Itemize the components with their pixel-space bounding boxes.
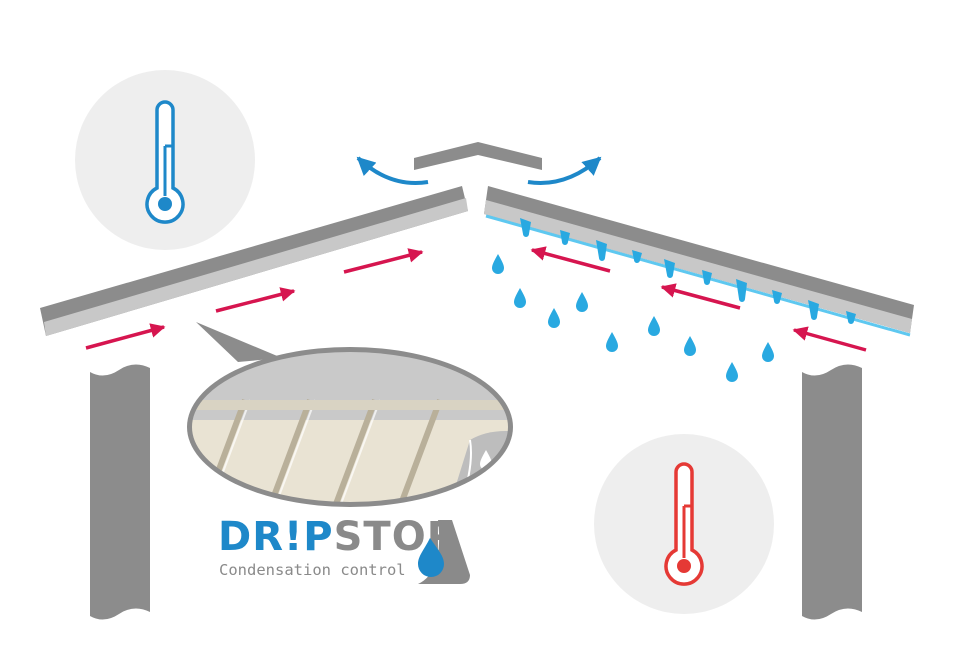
right-roof-panel — [484, 186, 914, 337]
dripstop-logo: DR!PSTOP Condensation control — [218, 514, 470, 584]
left-roof-panel — [40, 186, 468, 336]
svg-text:DR!PSTOP: DR!PSTOP — [218, 514, 457, 560]
cold-thermometer-badge — [75, 70, 255, 250]
airflow-arrow — [85, 323, 166, 350]
thermometer-icon — [664, 462, 704, 586]
logo-text-dr: DR — [218, 514, 284, 560]
airflow-arrows-right — [530, 246, 867, 352]
airflow-arrow — [660, 283, 741, 310]
logo-text-bang: ! — [284, 514, 303, 560]
right-wall — [802, 364, 862, 620]
airflow-arrows-left — [85, 248, 424, 350]
warm-thermometer-badge — [594, 434, 774, 614]
condensation-drips — [520, 218, 856, 324]
thermometer-icon — [145, 100, 185, 224]
airflow-arrow — [343, 248, 424, 274]
vent-arrow-left — [356, 156, 429, 185]
airflow-arrow — [792, 326, 867, 352]
vent-arrow-right — [527, 156, 602, 185]
airflow-arrow — [530, 246, 611, 273]
logo-tagline: Condensation control — [219, 561, 406, 579]
zoom-callout — [187, 322, 513, 507]
logo-drop-icon — [418, 520, 470, 584]
left-wall — [90, 364, 150, 620]
ridge-cap — [414, 142, 542, 170]
logo-text-p: P — [303, 514, 333, 560]
airflow-arrow — [215, 287, 296, 313]
